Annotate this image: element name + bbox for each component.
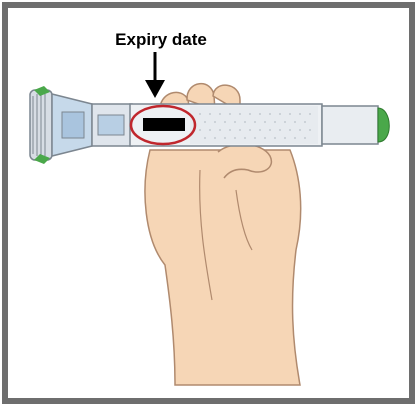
pen-dose-window: [98, 115, 124, 135]
pen-collar-window: [62, 112, 84, 138]
expiry-date-bar: [143, 118, 185, 131]
expiry-date-label: Expiry date: [86, 30, 236, 50]
pen-cap: [322, 106, 378, 144]
pen-label-area: [190, 106, 318, 144]
